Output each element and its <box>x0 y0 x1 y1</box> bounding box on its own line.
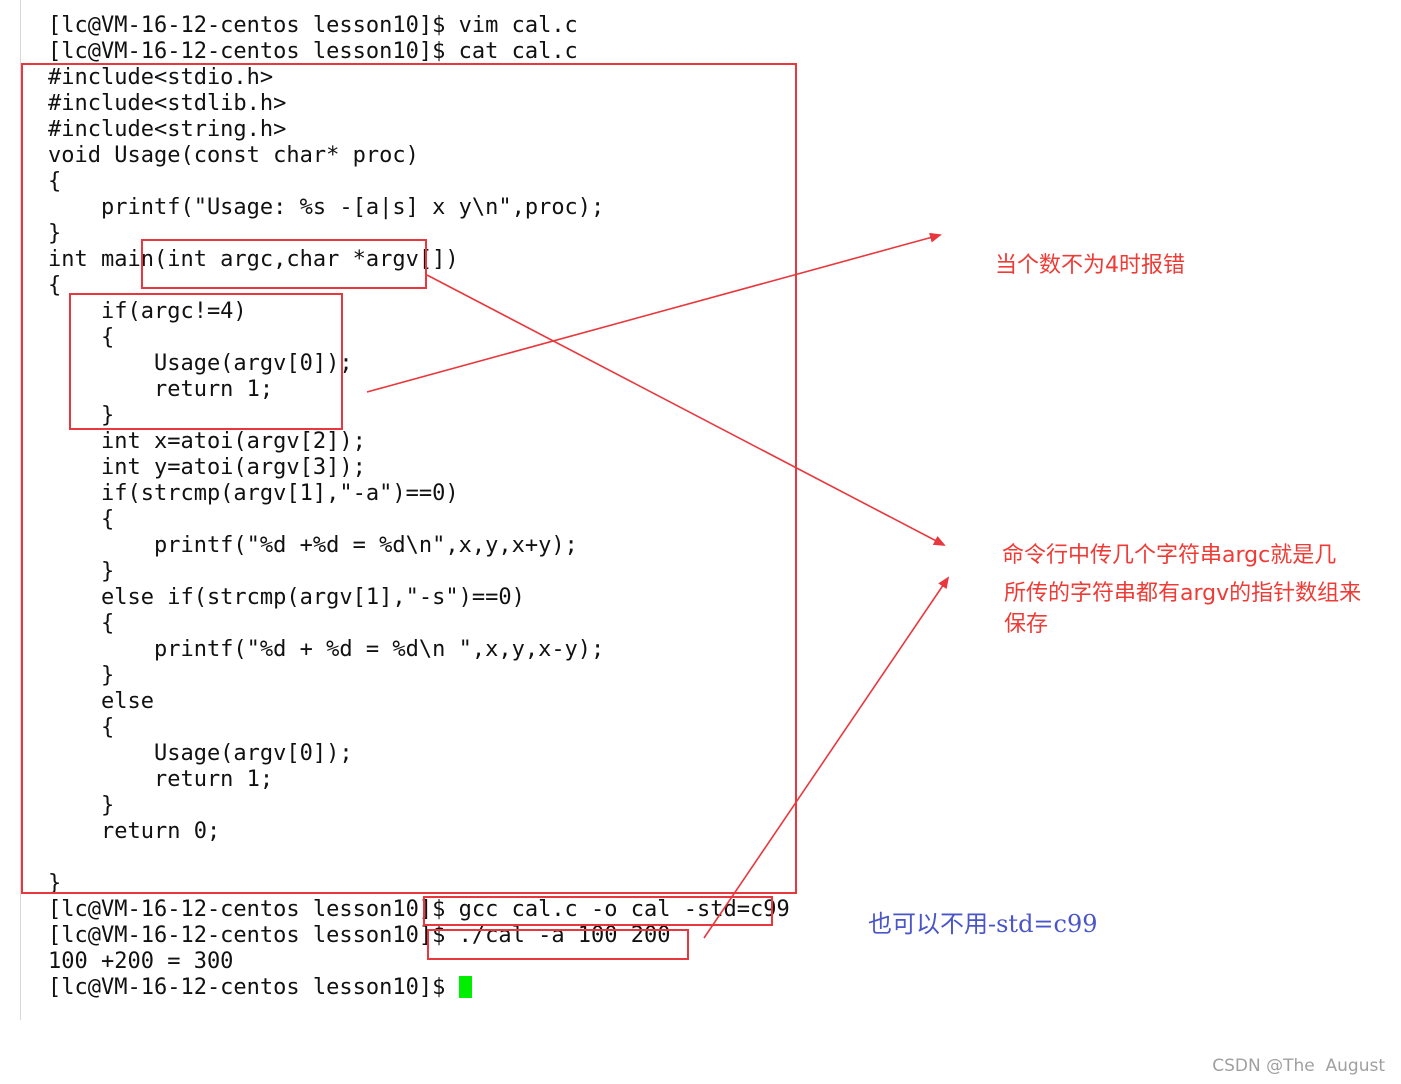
terminal-line: return 1; <box>48 377 274 402</box>
gcc-command-highlight-box <box>423 896 773 926</box>
note-argc-count: 命令行中传几个字符串argc就是几 <box>1002 543 1337 568</box>
terminal-line: if(strcmp(argv[1],"-a")==0) <box>48 481 459 506</box>
terminal-line: { <box>48 507 115 532</box>
terminal-line: Usage(argv[0]); <box>48 351 353 376</box>
terminal-line: [lc@VM-16-12-centos lesson10]$ <box>48 975 790 1001</box>
source-code-highlight-box <box>21 63 797 894</box>
terminal-line: else <box>48 689 154 714</box>
terminal-line: } <box>48 403 115 428</box>
terminal-line: else if(strcmp(argv[1],"-s")==0) <box>48 585 525 610</box>
terminal-line: return 0; <box>48 819 221 844</box>
terminal-line: return 1; <box>48 767 274 792</box>
note-argc-error: 当个数不为4时报错 <box>995 253 1185 278</box>
terminal-line: #include<string.h> <box>48 117 287 142</box>
terminal-line: int y=atoi(argv[3]); <box>48 455 366 480</box>
terminal-line: 100 +200 = 300 <box>48 949 234 974</box>
terminal-line: { <box>48 611 115 636</box>
terminal-window[interactable]: [lc@VM-16-12-centos lesson10]$ vim cal.c… <box>20 0 801 1020</box>
terminal-output: [lc@VM-16-12-centos lesson10]$ vim cal.c… <box>48 13 790 1001</box>
argc-check-highlight-box <box>69 293 343 430</box>
terminal-line: { <box>48 273 62 298</box>
terminal-line: [lc@VM-16-12-centos lesson10]$ ./cal -a … <box>48 923 671 948</box>
note-argv-storage: 所传的字符串都有argv的指针数组来 <box>1004 581 1362 606</box>
csdn-watermark: CSDN @The August <box>1212 1056 1385 1076</box>
terminal-line: if(argc!=4) <box>48 299 247 324</box>
terminal-line: [lc@VM-16-12-centos lesson10]$ cat cal.c <box>48 39 578 64</box>
note-argv-storage-cont: 保存 <box>1004 612 1049 637</box>
terminal-line: { <box>48 715 115 740</box>
terminal-line: #include<stdlib.h> <box>48 91 287 116</box>
terminal-line: int x=atoi(argv[2]); <box>48 429 366 454</box>
note-std-c99: 也可以不用-std=c99 <box>868 910 1098 938</box>
terminal-line: } <box>48 663 115 688</box>
terminal-line: void Usage(const char* proc) <box>48 143 419 168</box>
terminal-line: { <box>48 325 115 350</box>
main-params-highlight-box <box>141 239 427 289</box>
terminal-line: } <box>48 871 62 896</box>
terminal-cursor <box>458 976 472 998</box>
terminal-line: Usage(argv[0]); <box>48 741 353 766</box>
terminal-line: } <box>48 559 115 584</box>
terminal-line: } <box>48 221 62 246</box>
terminal-line: } <box>48 793 115 818</box>
terminal-line: printf("Usage: %s -[a|s] x y\n",proc); <box>48 195 605 220</box>
terminal-line: [lc@VM-16-12-centos lesson10]$ vim cal.c <box>48 13 578 38</box>
terminal-line: printf("%d + %d = %d\n ",x,y,x-y); <box>48 637 605 662</box>
terminal-line: { <box>48 169 62 194</box>
terminal-line: #include<stdio.h> <box>48 65 274 90</box>
run-command-highlight-box <box>427 929 689 960</box>
